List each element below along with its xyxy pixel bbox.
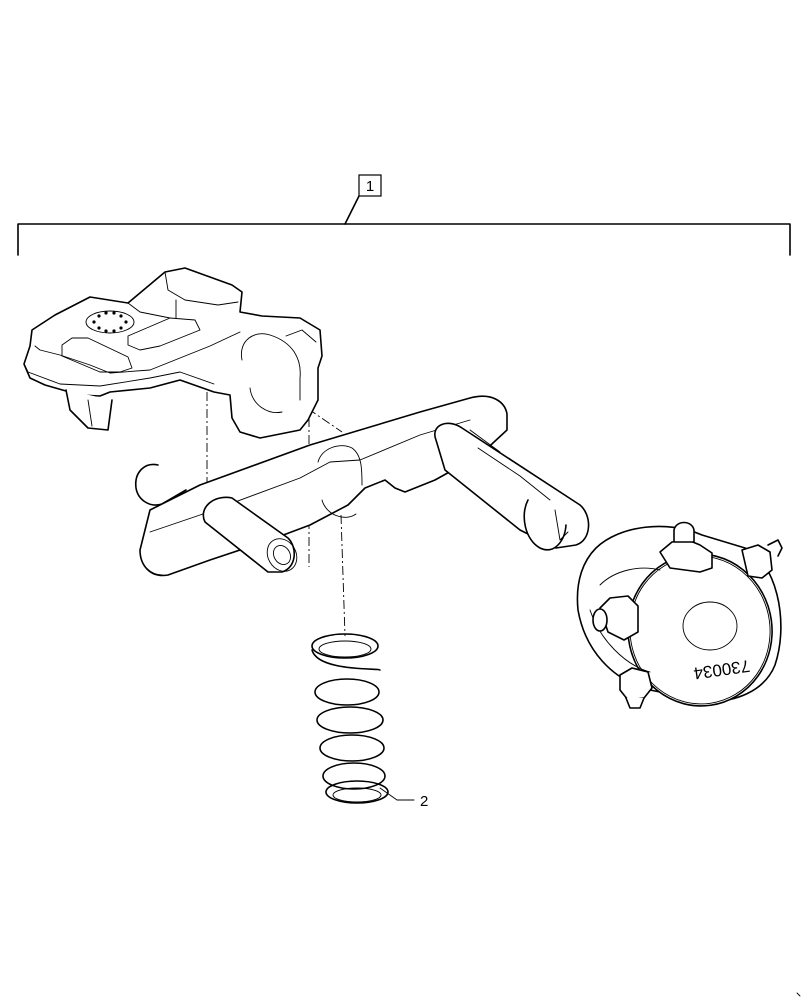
assembly-bracket	[17, 195, 791, 256]
callout-2[interactable]: 2	[379, 787, 428, 810]
compression-spring	[311, 633, 389, 804]
rocker-arm	[135, 395, 590, 577]
cam-plate	[23, 267, 323, 439]
callout-1[interactable]: 1	[358, 174, 382, 197]
callout-2-label: 2	[420, 793, 428, 810]
corner-mark	[796, 992, 801, 997]
roller-disc: 730034	[576, 521, 783, 709]
callout-1-label: 1	[366, 178, 374, 195]
